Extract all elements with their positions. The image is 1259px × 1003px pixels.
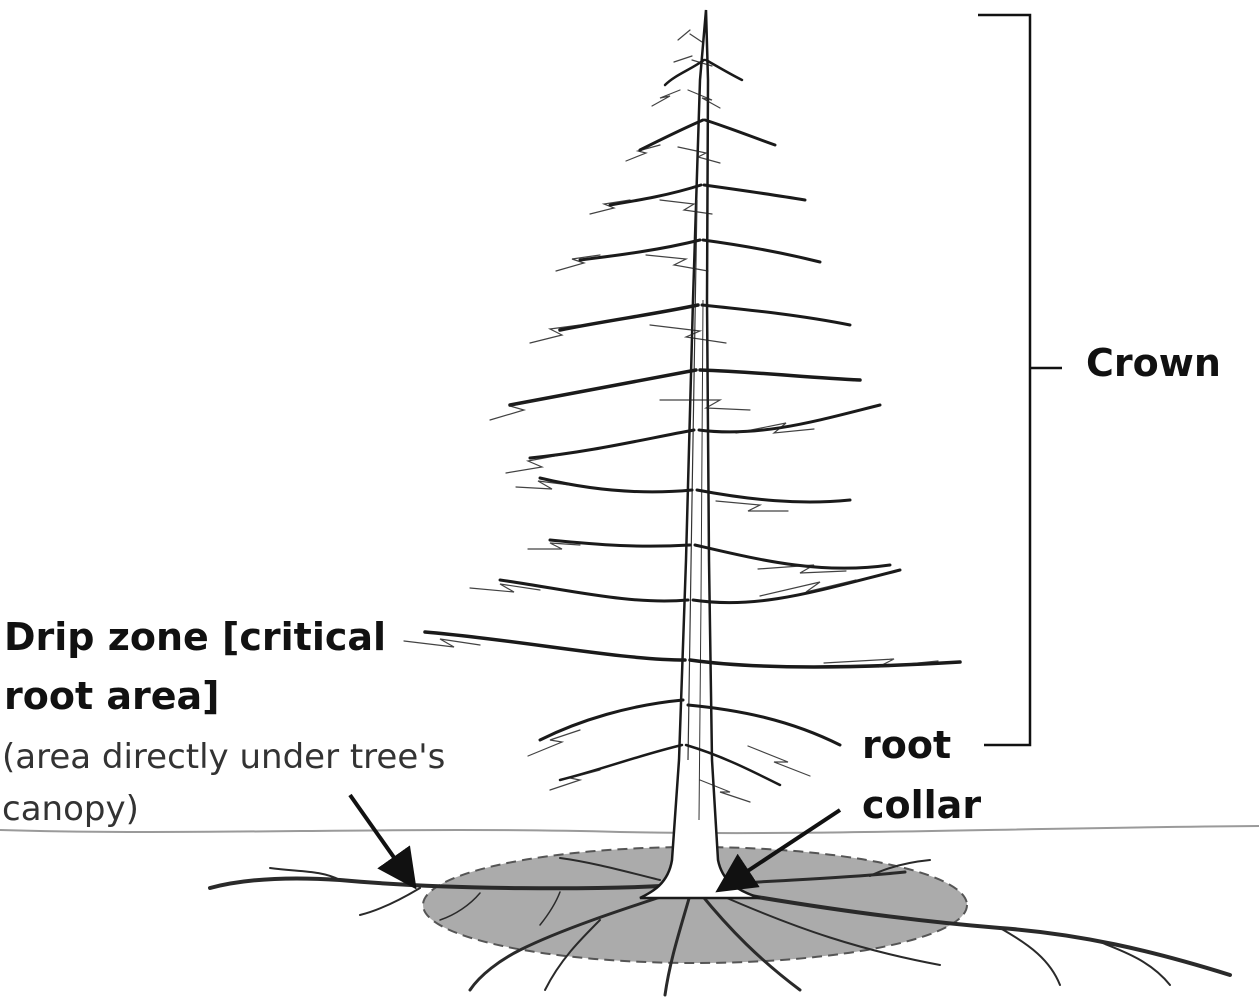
drip-zone-label-line1: Drip zone [critical	[4, 618, 386, 656]
root-collar-label-line1: root	[862, 726, 951, 764]
drip-zone-note-line1: (area directly under tree's	[2, 740, 445, 774]
crown-bracket	[978, 15, 1062, 745]
drip-zone-label-line2: root area]	[4, 677, 220, 715]
ground-line	[0, 826, 1259, 833]
drip-zone-note-line2: canopy)	[2, 792, 139, 826]
crown-label: Crown	[1086, 344, 1221, 382]
root-collar-label-line2: collar	[862, 786, 981, 824]
tree-foliage	[404, 30, 938, 802]
drip-zone-arrow	[350, 795, 412, 883]
tree-trunk	[640, 10, 760, 898]
